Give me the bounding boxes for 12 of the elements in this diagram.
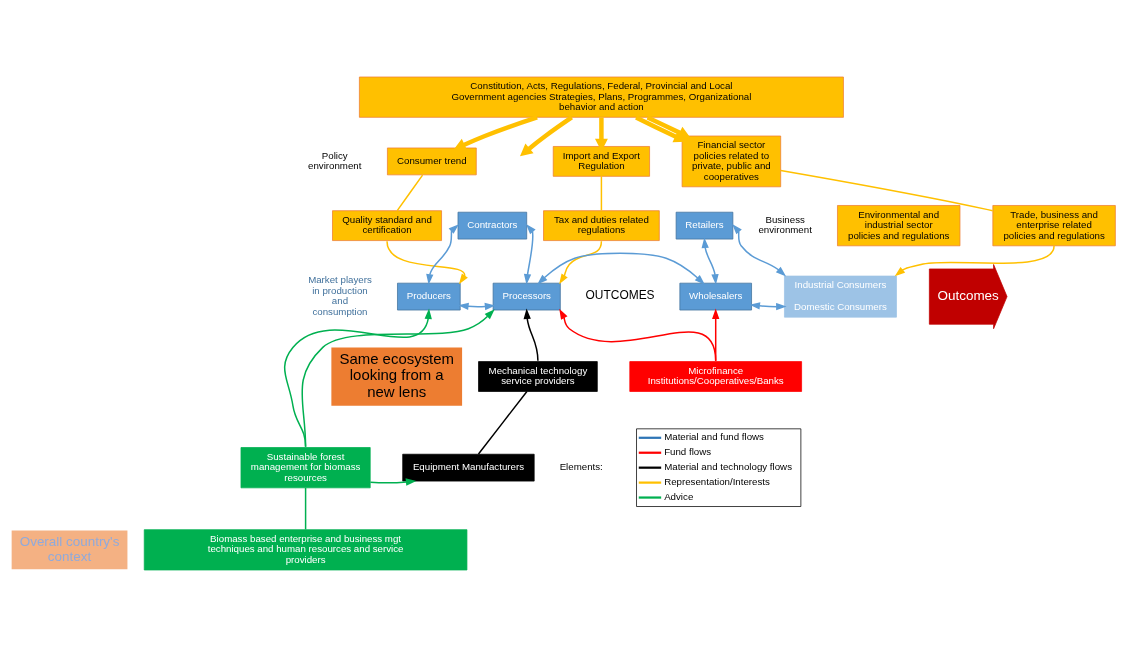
label: Market players in production and consumption xyxy=(308,273,372,317)
label: Policy environment xyxy=(308,149,362,171)
legend-label: Fund flows xyxy=(664,445,712,457)
legend-label: Representation/Interests xyxy=(664,475,770,487)
legend-label: Material and fund flows xyxy=(664,430,764,442)
label: Same ecosystem looking from a new lens xyxy=(339,349,455,400)
legend-label: Advice xyxy=(664,490,694,502)
label: Business environment xyxy=(758,213,812,235)
legend-label: Material and technology flows xyxy=(664,460,792,472)
label: Overall country's context xyxy=(19,533,120,564)
label: OUTCOMES xyxy=(585,287,655,302)
label: Elements: xyxy=(559,460,603,472)
